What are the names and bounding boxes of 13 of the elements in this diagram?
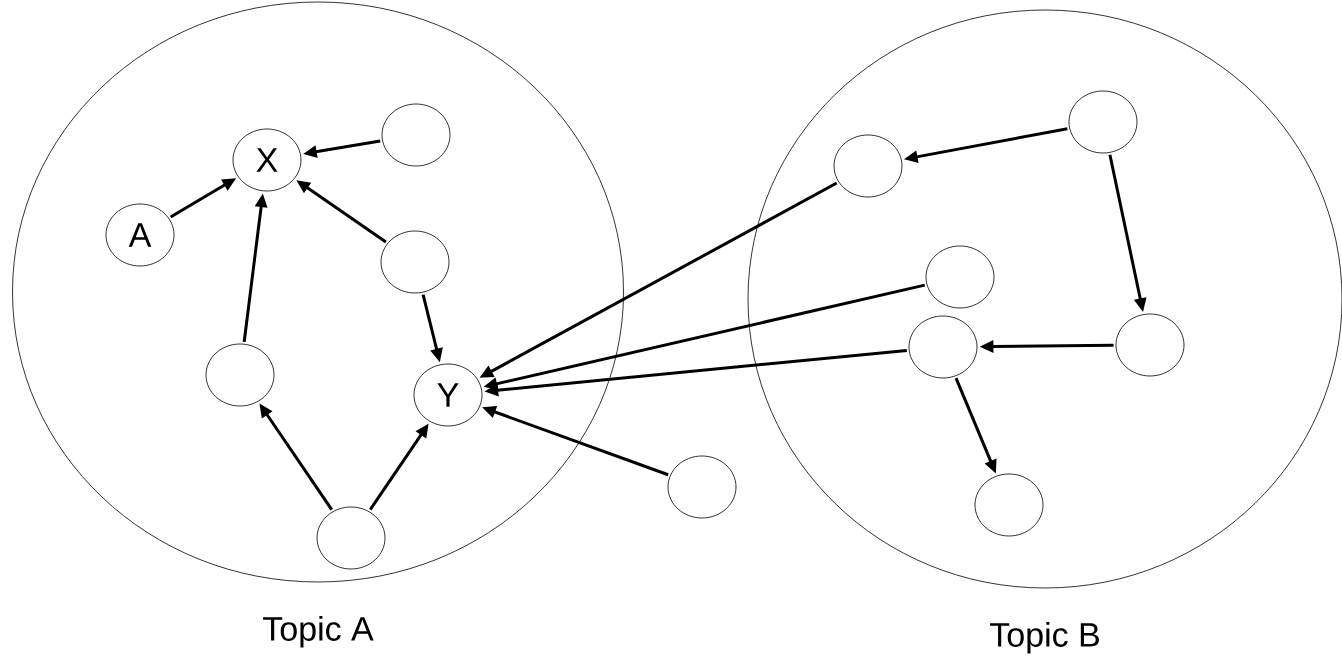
node-circle (908, 315, 978, 379)
node-circle (381, 103, 451, 167)
node-label: Topic B (990, 621, 1099, 654)
node-circle (380, 230, 450, 294)
node-circle (1115, 313, 1185, 377)
node-label: Topic A (263, 615, 374, 648)
node-circle (833, 134, 903, 198)
node-circle (925, 245, 995, 309)
node-circle (667, 455, 737, 519)
node-circle (974, 473, 1044, 537)
node-circle (316, 506, 386, 570)
node-circle (205, 343, 275, 407)
node-circle (1068, 90, 1138, 154)
